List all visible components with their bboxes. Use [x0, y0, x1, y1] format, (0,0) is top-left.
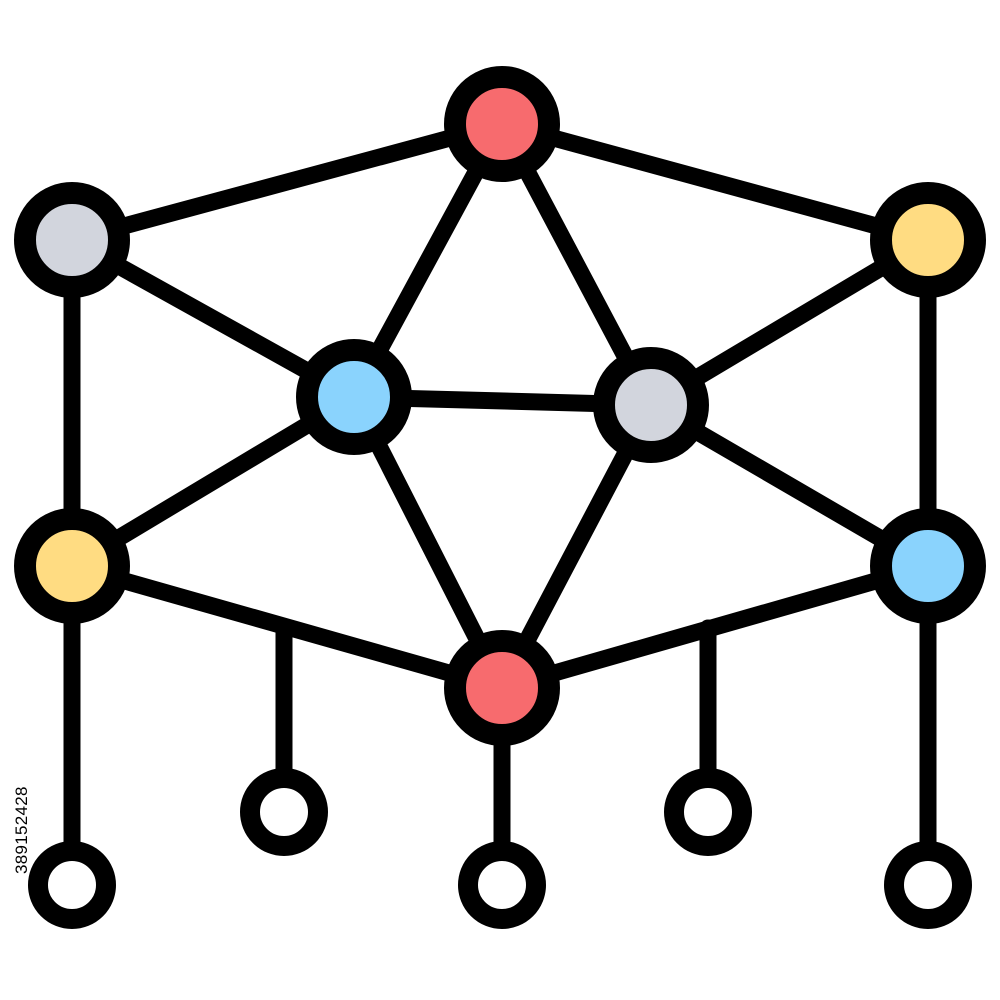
- node-center-right: [593, 347, 709, 463]
- edge-top-upper-right: [493, 115, 937, 249]
- network-nodes: [14, 66, 986, 746]
- node-upper-left: [14, 182, 130, 298]
- node-upper-right: [870, 182, 986, 298]
- node-top: [444, 66, 560, 182]
- node-bottom: [444, 630, 560, 746]
- stock-id-label: 389152428: [12, 786, 31, 874]
- node-lower-right: [870, 508, 986, 624]
- node-center-left: [296, 339, 412, 455]
- leaf-2: [240, 768, 328, 856]
- edge-top-upper-left: [63, 115, 511, 249]
- node-lower-left: [14, 508, 130, 624]
- leaf-1: [28, 841, 116, 929]
- leaf-4: [664, 768, 752, 856]
- leaf-5: [884, 841, 972, 929]
- leaf-nodes: [28, 768, 972, 929]
- network-edges: [63, 115, 937, 894]
- leaf-3: [458, 841, 546, 929]
